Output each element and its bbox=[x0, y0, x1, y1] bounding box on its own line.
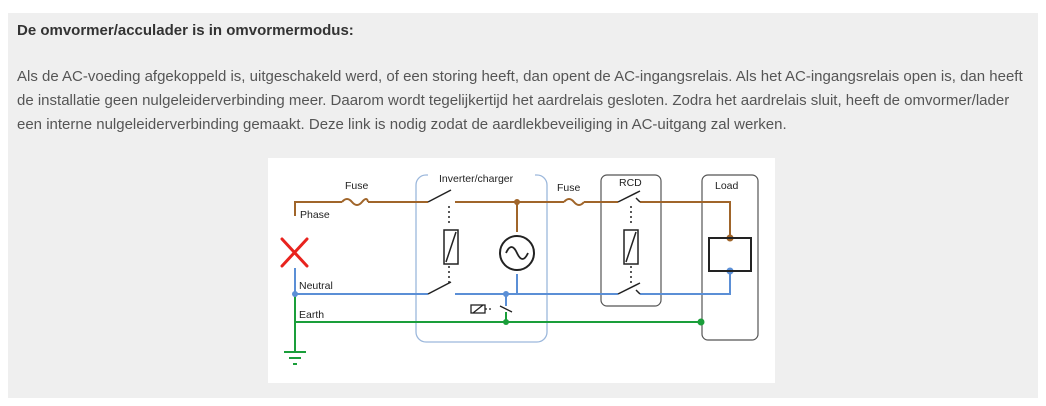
ac-source-icon bbox=[499, 235, 535, 271]
load-element bbox=[708, 237, 752, 272]
earth-label: Earth bbox=[299, 309, 324, 321]
rcd-box bbox=[600, 174, 662, 307]
disconnect-x-icon bbox=[280, 237, 309, 268]
neutral-label: Neutral bbox=[299, 280, 333, 292]
phase-label: Phase bbox=[300, 209, 330, 221]
ac-input-relay-switch bbox=[427, 189, 452, 203]
rcd-neutral-switch bbox=[617, 282, 641, 295]
fuse-right-label: Fuse bbox=[557, 182, 581, 194]
rcd-label: RCD bbox=[619, 177, 642, 189]
info-panel: De omvormer/acculader is in omvormermodu… bbox=[8, 13, 1038, 398]
earth-wire bbox=[294, 294, 701, 352]
section-heading: De omvormer/acculader is in omvormermodu… bbox=[17, 22, 354, 39]
wiring-diagram: Fuse Inverter/charger Fuse RCD Load Phas… bbox=[268, 158, 775, 383]
neutral-wire bbox=[294, 268, 731, 306]
fuse-left-label: Fuse bbox=[345, 180, 369, 192]
phase-wire bbox=[294, 198, 731, 238]
earth-relay bbox=[470, 304, 513, 314]
section-paragraph: Als de AC-voeding afgekoppeld is, uitges… bbox=[17, 68, 1023, 133]
load-label: Load bbox=[715, 180, 739, 192]
load-box bbox=[701, 174, 759, 341]
neutral-relay-switch bbox=[427, 281, 452, 295]
ground-icon bbox=[284, 351, 306, 365]
rcd-phase-switch bbox=[617, 190, 641, 203]
inverter-label: Inverter/charger bbox=[439, 173, 514, 185]
